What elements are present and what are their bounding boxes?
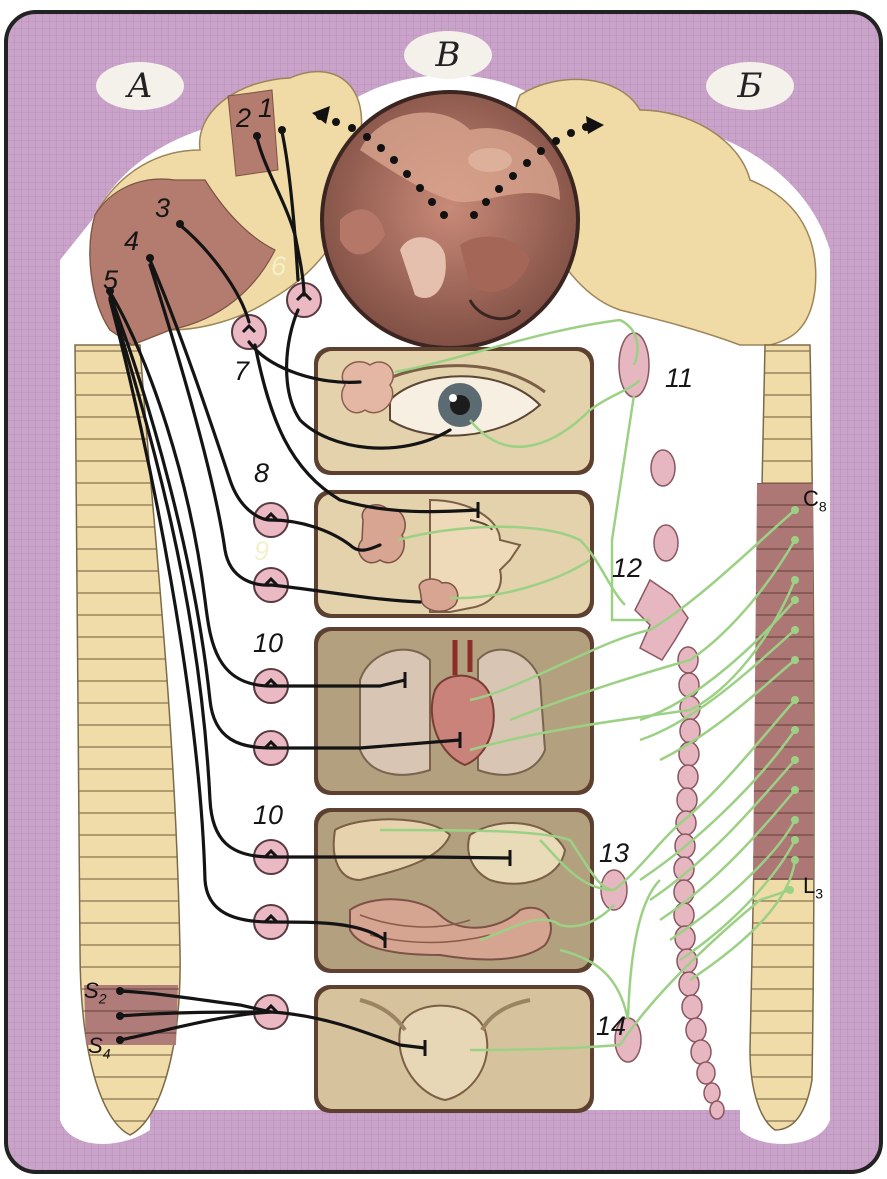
segment-l3-sub: 3 [815,885,823,901]
segment-c8: C8 [803,488,827,513]
marker-2: 2 [236,105,251,132]
segment-s4-sub: 4 [103,1045,111,1061]
segment-c8-sub: 8 [819,498,827,514]
region-label-a: А [96,62,184,110]
marker-4: 4 [124,228,139,255]
marker-13: 13 [599,840,629,867]
marker-10-lower: 10 [253,802,283,829]
marker-3: 3 [155,195,170,222]
marker-14: 14 [596,1013,626,1040]
heart-lungs-illustration [360,640,545,775]
marker-1: 1 [258,95,273,122]
region-label-v: В [404,31,492,79]
region-v-text: В [436,35,461,75]
marker-8: 8 [254,460,269,487]
region-label-b: Б [706,62,794,110]
region-a-text: А [127,66,153,106]
marker-9: 9 [254,538,269,565]
segment-s2-letter: S [84,978,99,1003]
segment-c8-letter: C [803,486,819,511]
marker-12: 12 [612,555,642,582]
segment-l3: L3 [803,875,823,900]
brain-cross-section-inset [322,92,578,348]
segment-s2-sub: 2 [99,990,107,1006]
marker-5: 5 [103,267,118,294]
segment-l3-letter: L [803,873,815,898]
region-b-text: Б [738,66,763,106]
marker-11: 11 [665,365,693,392]
marker-10-upper: 10 [253,630,283,657]
segment-s4: S4 [88,1035,110,1060]
marker-6: 6 [271,253,286,280]
segment-s4-letter: S [88,1033,103,1058]
segment-s2: S2 [84,980,106,1005]
marker-7: 7 [234,358,249,385]
